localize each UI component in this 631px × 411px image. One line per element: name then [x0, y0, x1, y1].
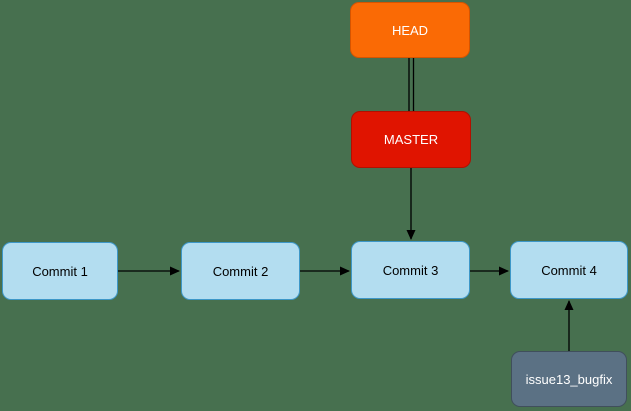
node-commit-4: Commit 4 [510, 241, 628, 299]
node-commit-2-label: Commit 2 [212, 263, 269, 279]
node-commit-3-label: Commit 3 [382, 262, 439, 278]
node-issue13-bugfix: issue13_bugfix [511, 351, 627, 407]
node-commit-3: Commit 3 [351, 241, 470, 299]
node-commit-1: Commit 1 [2, 242, 118, 300]
node-master-label: MASTER [383, 132, 439, 147]
node-commit-1-label: Commit 1 [32, 263, 88, 279]
node-commit-4-label: Commit 4 [541, 262, 597, 278]
node-master: MASTER [351, 111, 471, 168]
node-head-label: HEAD [391, 22, 429, 38]
node-issue13-bugfix-label: issue13_bugfix [525, 371, 613, 387]
node-commit-2: Commit 2 [181, 242, 300, 300]
node-head: HEAD [350, 2, 470, 58]
edge-head-master [408, 58, 415, 111]
